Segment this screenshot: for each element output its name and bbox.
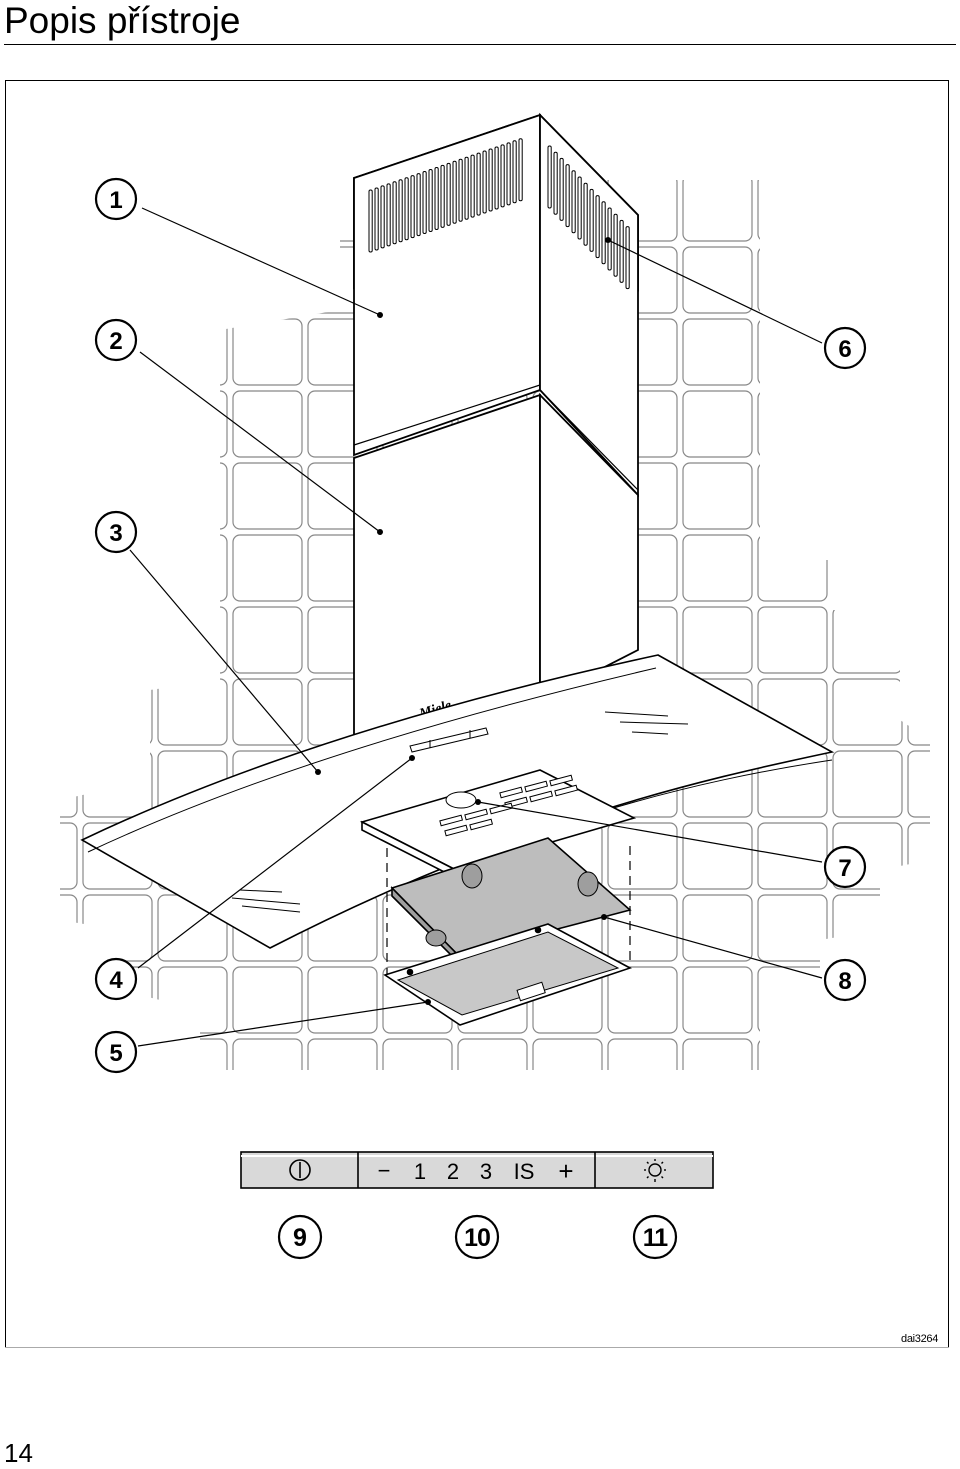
callout-1: 1 [94, 177, 138, 221]
fan-plus: + [558, 1156, 573, 1186]
vent-slots-side [547, 145, 630, 290]
svg-text:6: 6 [838, 336, 851, 363]
vent-slot [553, 151, 558, 215]
svg-text:1: 1 [109, 187, 122, 214]
callout-4: 4 [94, 957, 138, 1001]
svg-text:2: 2 [109, 328, 122, 355]
svg-text:7: 7 [838, 855, 851, 882]
svg-text:8: 8 [838, 968, 851, 995]
vent-slot [404, 177, 409, 241]
svg-text:9: 9 [293, 1224, 307, 1252]
vent-slot [512, 140, 517, 204]
vent-slot [464, 156, 469, 220]
vent-slot [613, 213, 618, 277]
chimney-upper [353, 112, 639, 498]
title-rule [4, 44, 956, 45]
vent-slot [422, 171, 427, 235]
fan-level-3: 3 [480, 1159, 492, 1184]
vent-slot [410, 175, 415, 239]
vent-slot [571, 170, 576, 234]
vent-slot [434, 166, 439, 230]
guide-lines [386, 846, 631, 980]
vent-slot [428, 169, 433, 232]
fan-level-is: IS [514, 1159, 535, 1184]
power-button [289, 1159, 311, 1181]
control-panel: − 1 2 3 IS + [240, 1151, 714, 1189]
vent-slot [392, 181, 397, 245]
vent-slot [386, 183, 391, 247]
vent-slot [446, 162, 451, 226]
light-icon [644, 1159, 666, 1182]
callouts: 1 2 3 4 5 6 7 8 9 10 11 [94, 177, 867, 1260]
fan-minus: − [378, 1158, 391, 1183]
vent-slot [601, 201, 606, 265]
vent-slot [589, 188, 594, 252]
vent-slot [416, 173, 421, 237]
callout-2: 2 [94, 318, 138, 362]
vent-slot [619, 219, 624, 283]
callout-6: 6 [823, 326, 867, 370]
page-number: 14 [4, 1438, 33, 1468]
svg-text:10: 10 [464, 1224, 490, 1252]
vent-slot [506, 142, 511, 206]
vent-slot [500, 144, 505, 208]
vent-slots-front [368, 138, 523, 253]
leader-lines [129, 207, 823, 1047]
vent-slot [398, 179, 403, 243]
page-title: Popis přístroje [4, 0, 241, 41]
vent-slot [476, 152, 481, 216]
vent-slot [565, 164, 570, 228]
callout-3: 3 [94, 510, 138, 554]
vent-slot [577, 176, 582, 240]
vent-slot [583, 182, 588, 246]
vent-slot [559, 157, 564, 221]
fan-level-1: 1 [414, 1159, 426, 1184]
vent-slot [482, 150, 487, 214]
metal-filter [383, 923, 633, 1026]
fan-level-2: 2 [447, 1159, 459, 1184]
svg-text:5: 5 [109, 1040, 122, 1067]
callout-8: 8 [823, 958, 867, 1002]
control-strip [409, 727, 489, 753]
vent-slot [368, 189, 373, 253]
vent-slot [595, 195, 600, 259]
vent-slot [518, 138, 523, 202]
light-button [644, 1159, 666, 1182]
leader-dots [315, 237, 611, 1005]
filter-housing [359, 769, 637, 880]
svg-text:11: 11 [643, 1224, 669, 1252]
fan-control-button: − 1 2 3 IS + [378, 1156, 574, 1186]
vent-slot [440, 164, 445, 228]
chimney-lower [353, 392, 639, 762]
power-icon [289, 1159, 311, 1181]
vent-slot [458, 158, 463, 222]
vent-slot [374, 187, 379, 251]
callout-5: 5 [94, 1030, 138, 1074]
callout-9: 9 [277, 1214, 323, 1260]
svg-text:3: 3 [109, 520, 122, 547]
callout-11: 11 [632, 1214, 678, 1260]
vent-slot [452, 160, 457, 224]
figure-code: dai3264 [901, 1333, 939, 1345]
callout-7: 7 [823, 845, 867, 889]
vent-slot [470, 154, 475, 218]
vent-slot [547, 145, 552, 209]
vent-slot [494, 146, 499, 210]
vent-slot [625, 226, 630, 290]
vent-slot [488, 148, 493, 212]
figure-frame [5, 80, 949, 1348]
vent-slot [380, 185, 385, 249]
figure-frame-bottom [5, 1347, 949, 1348]
svg-text:4: 4 [109, 967, 123, 994]
callout-10: 10 [454, 1214, 500, 1260]
